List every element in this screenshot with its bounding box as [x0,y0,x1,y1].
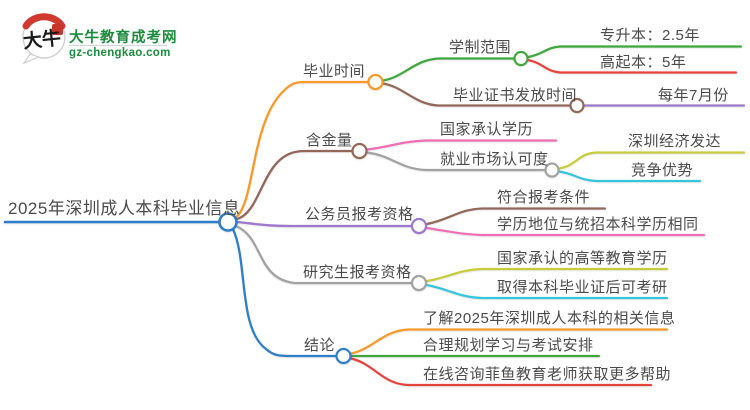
edge-study-period-gaoqiben [526,58,738,74]
node-zhuanshengben[interactable]: 专升本：2.5年 [600,27,700,44]
edge-root-postgraduate [234,224,413,285]
edge-postgraduate-eligible [425,283,669,300]
junction-job-market[interactable] [544,162,560,178]
edge-value-state-recognized [365,139,558,151]
edge-civil-servant-meet-requirements [425,207,607,226]
node-gaoqiben[interactable]: 高起本：5年 [600,54,687,71]
node-plan-study[interactable]: 合理规划学习与考试安排 [423,337,594,354]
junction-value[interactable] [351,142,368,160]
edge-study-period-zhuanshengben [526,45,743,59]
junction-postgraduate[interactable] [410,274,428,292]
node-online-consult[interactable]: 在线咨询菲鱼教育老师获取更多帮助 [423,366,672,383]
junction-root[interactable] [218,212,238,232]
node-competitive-edge[interactable]: 竞争优势 [631,162,694,179]
node-state-recognized[interactable]: 国家承认学历 [440,121,534,138]
red-crescent-icon [22,13,66,30]
node-equal-status[interactable]: 学历地位与统招本科学历相同 [497,216,699,233]
node-root[interactable]: 2025年深圳成人本科毕业信息 [8,199,241,218]
node-value[interactable]: 含金量 [306,132,353,149]
edge-root-graduation-time [234,80,370,219]
edge-job-market-shenzhen-economy [557,151,746,170]
junction-graduation-time[interactable] [367,73,384,91]
site-logo[interactable]: 大牛 大牛教育成考网 gz-chengkao.com [14,6,189,65]
junction-civil-servant[interactable] [410,217,428,235]
edge-conclusion-understand-info [349,328,669,355]
edge-root-conclusion [231,227,338,358]
edge-root-value [235,149,354,221]
bubble-calligraphy: 大牛 [22,26,62,53]
edge-graduation-time-diploma-issue [381,82,572,107]
edge-root-civil-servant [235,220,413,228]
edge-job-market-competitive-edge [557,170,702,183]
edge-conclusion-online-consult [349,357,653,387]
bubble-tail [22,53,41,65]
edge-civil-servant-equal-status [425,226,706,237]
node-meet-requirements[interactable]: 符合报考条件 [497,189,591,206]
node-shenzhen-economy[interactable]: 深圳经济发达 [628,133,722,150]
logo-divider [69,45,167,46]
node-graduation-time[interactable]: 毕业时间 [303,63,366,80]
node-job-market[interactable]: 就业市场认可度 [440,151,549,168]
node-diploma-issue-time[interactable]: 毕业证书发放时间 [453,87,578,104]
node-july-each-year[interactable]: 每年7月份 [658,87,729,104]
site-url: gz-chengkao.com [69,47,171,59]
red-seal-icon [52,24,63,35]
node-state-recognized-higher-edu[interactable]: 国家承认的高等教育学历 [497,250,668,267]
node-study-period[interactable]: 学制范围 [449,39,512,56]
edge-graduation-time-study-period [381,57,516,82]
logo-bubble: 大牛 [22,13,66,65]
node-eligible-after-diploma[interactable]: 取得本科毕业证后可考研 [497,279,668,296]
node-postgraduate[interactable]: 研究生报考资格 [303,264,412,281]
edge-postgraduate-state-recognized [425,267,669,283]
junction-conclusion[interactable] [335,347,352,365]
junction-diploma-issue[interactable] [569,97,585,114]
junction-study-period[interactable] [513,50,529,67]
edge-value-job-market [365,151,547,172]
node-understand-info[interactable]: 了解2025年深圳成人本科的相关信息 [423,310,676,327]
site-name: 大牛教育成考网 [69,30,178,46]
node-conclusion[interactable]: 结论 [304,337,336,354]
node-civil-servant[interactable]: 公务员报考资格 [305,206,414,223]
